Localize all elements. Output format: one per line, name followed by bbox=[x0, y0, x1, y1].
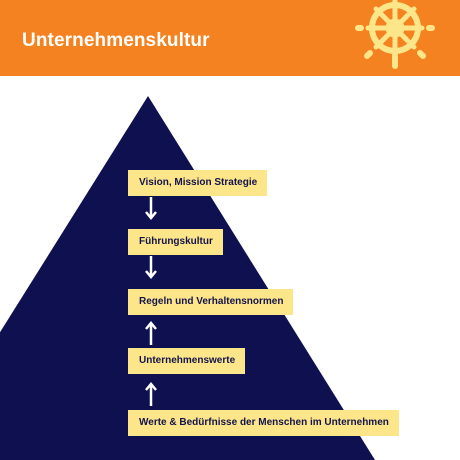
arrow-down-icon bbox=[145, 197, 157, 220]
arrow-down-icon bbox=[145, 256, 157, 279]
header-bar: Unternehmenskultur bbox=[0, 0, 460, 76]
arrow-up-icon bbox=[145, 382, 157, 406]
level-vision-mission-strategy: Vision, Mission Strategie bbox=[128, 170, 268, 196]
level-people-values-needs: Werte & Bedürfnisse der Menschen im Unte… bbox=[128, 410, 399, 436]
level-company-values: Unternehmenswerte bbox=[128, 348, 246, 374]
level-leadership-culture: Führungskultur bbox=[128, 229, 223, 255]
arrow-up-icon bbox=[145, 321, 157, 345]
ship-wheel-icon bbox=[355, 0, 435, 69]
page-title: Unternehmenskultur bbox=[22, 30, 210, 51]
level-rules-norms: Regeln und Verhaltensnormen bbox=[128, 289, 294, 315]
